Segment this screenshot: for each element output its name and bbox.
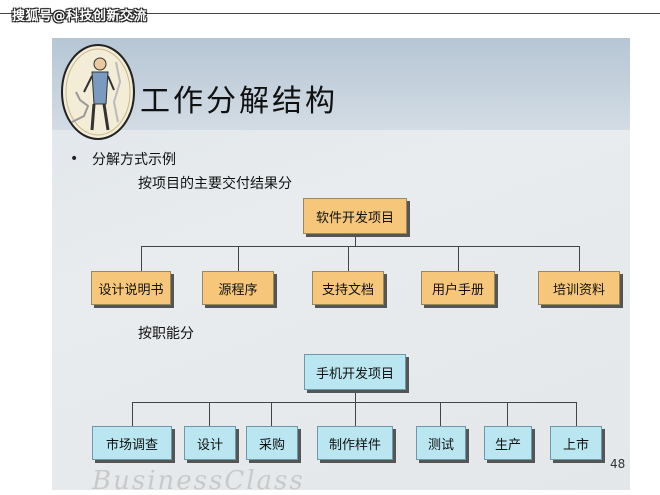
root-node-phone: 手机开发项目 xyxy=(304,354,406,390)
node-testing: 测试 xyxy=(416,426,466,460)
connector xyxy=(209,402,210,426)
top-rule xyxy=(0,13,660,14)
node-production: 生产 xyxy=(484,426,532,460)
connector xyxy=(238,246,239,271)
brand-watermark: BusinessClass xyxy=(92,466,305,490)
node-market-research: 市场调查 xyxy=(92,426,172,460)
node-prototype: 制作样件 xyxy=(317,426,393,460)
node-training: 培训资料 xyxy=(538,271,620,305)
connector xyxy=(507,402,508,426)
node-procurement: 采购 xyxy=(246,426,298,460)
section2-label: 按职能分 xyxy=(138,326,194,342)
connector xyxy=(579,246,580,271)
connector xyxy=(141,246,142,271)
connector xyxy=(132,402,576,403)
section1-label: 按项目的主要交付结果分 xyxy=(138,176,292,192)
watermark: 搜狐号@科技创新交流 xyxy=(12,9,148,24)
node-user-manual: 用户手册 xyxy=(421,271,495,305)
node-launch: 上市 xyxy=(550,426,602,460)
slide-title: 工作分解结构 xyxy=(140,84,338,119)
node-support-docs: 支持文档 xyxy=(312,271,384,305)
root-node-software: 软件开发项目 xyxy=(303,198,407,234)
connector xyxy=(355,234,356,246)
bullet-marker: • xyxy=(70,151,79,167)
title-band xyxy=(52,38,630,130)
businessman-icon xyxy=(61,44,135,140)
node-design: 设计 xyxy=(184,426,236,460)
connector xyxy=(132,402,133,426)
connector xyxy=(440,402,441,426)
slide: 工作分解结构 • 分解方式示例 按项目的主要交付结果分 软件开发项目 设计说明书… xyxy=(52,38,630,490)
connector xyxy=(348,246,349,271)
page-number: 48 xyxy=(610,457,626,471)
connector xyxy=(271,402,272,426)
connector xyxy=(355,390,356,402)
connector xyxy=(355,402,356,426)
connector xyxy=(141,246,579,247)
bullet-heading: 分解方式示例 xyxy=(92,152,176,168)
connector xyxy=(576,402,577,426)
node-design-spec: 设计说明书 xyxy=(91,271,171,305)
node-source-code: 源程序 xyxy=(202,271,274,305)
connector xyxy=(458,246,459,271)
